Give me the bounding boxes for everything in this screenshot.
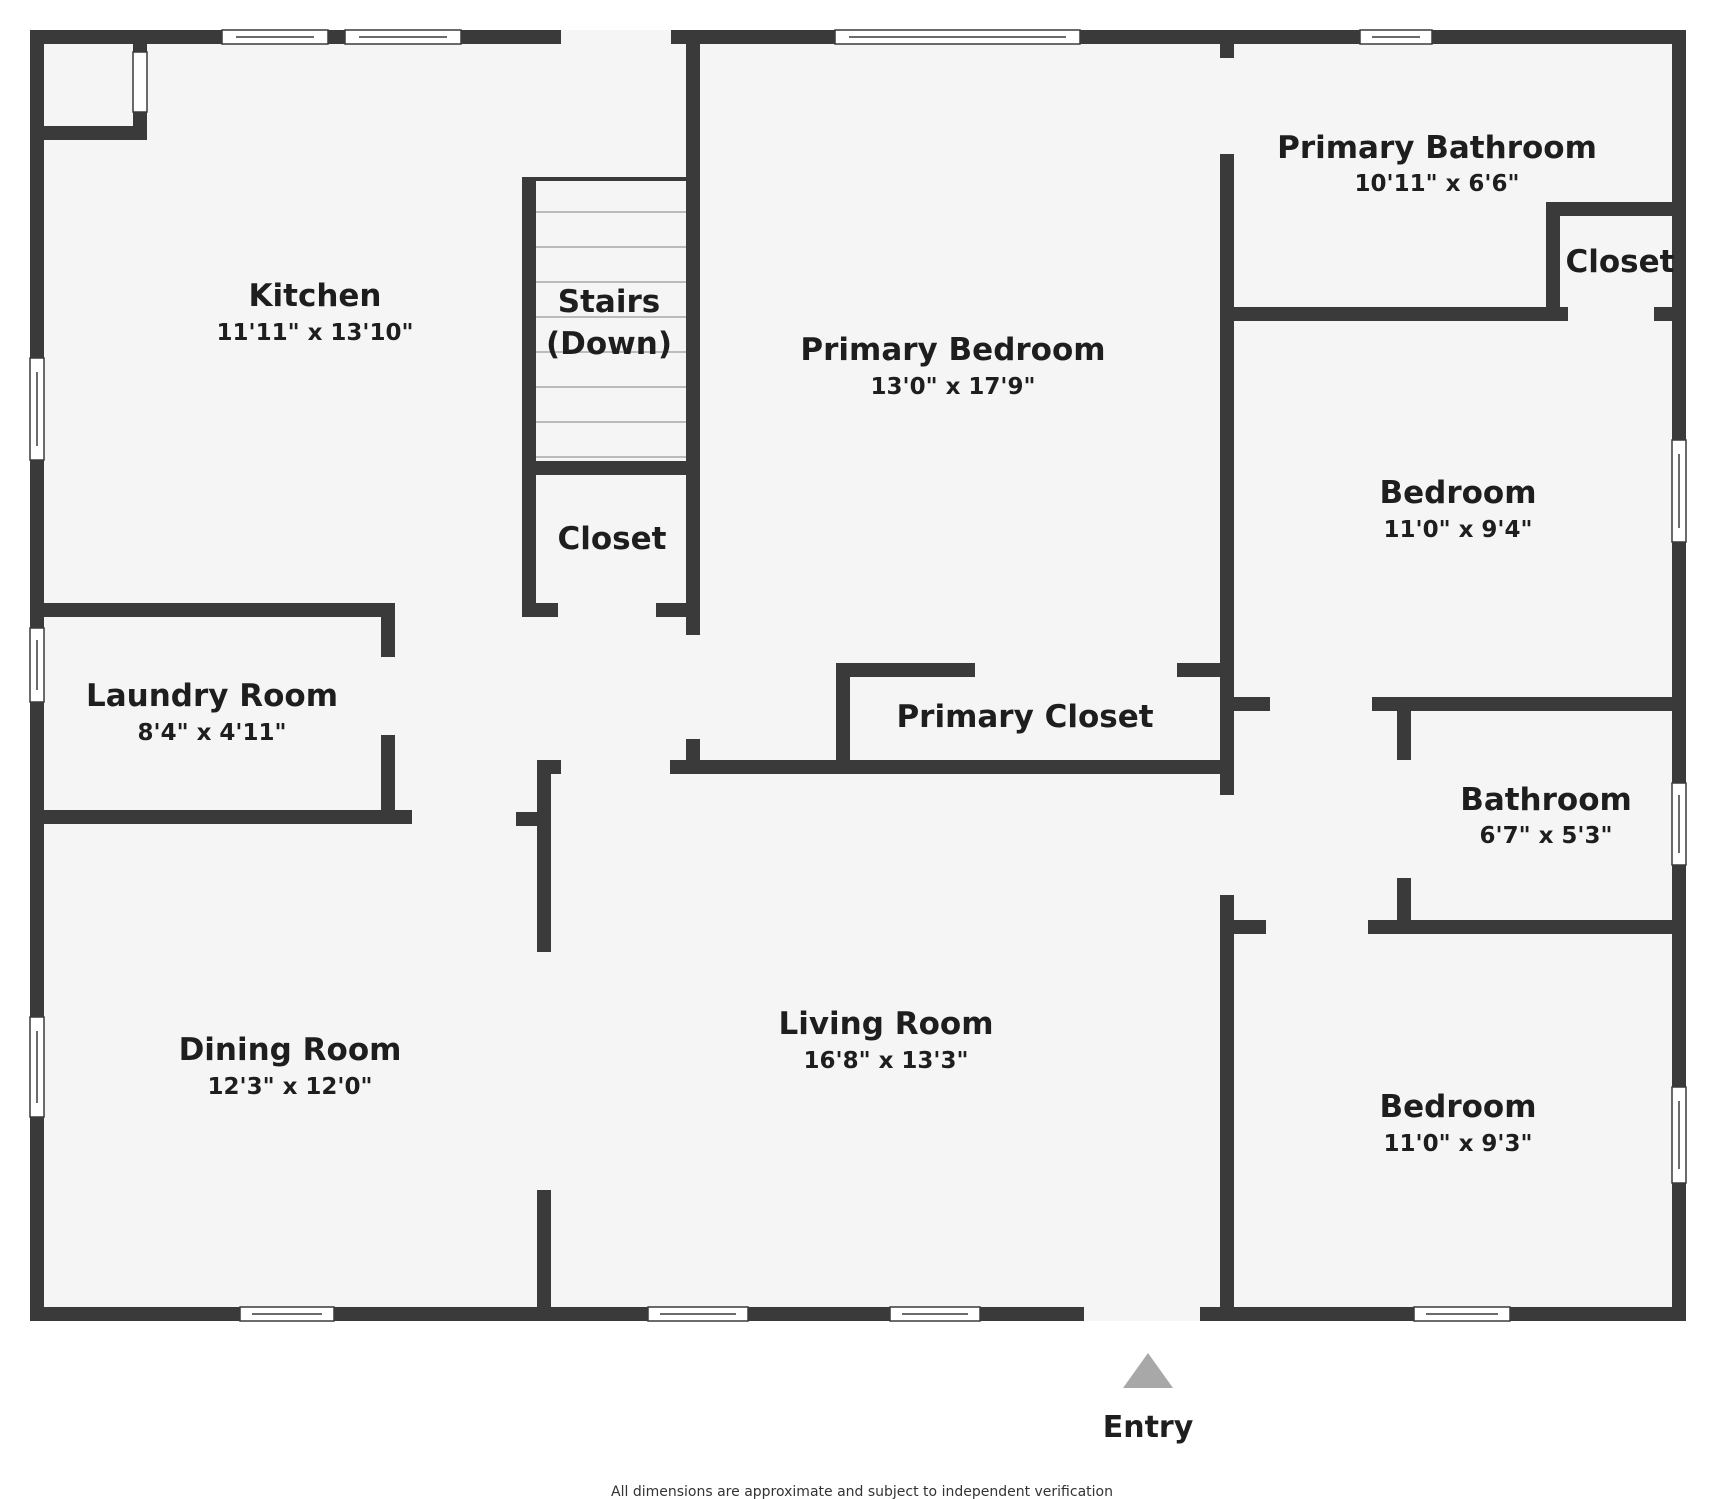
bedroom-upper-dims: 11'0" x 9'4" — [1384, 517, 1533, 543]
primary-bedroom-dims: 13'0" x 17'9" — [871, 374, 1036, 400]
primary-bathroom-label: Primary Bathroom — [1277, 130, 1597, 166]
kitchen-label: Kitchen — [248, 278, 381, 314]
laundry-room-dims: 8'4" x 4'11" — [138, 720, 287, 746]
primary-bedroom-label: Primary Bedroom — [800, 332, 1105, 368]
living-room-label: Living Room — [778, 1006, 993, 1042]
closet-stairs-label: Closet — [558, 521, 667, 557]
bedroom-lower-dims: 11'0" x 9'3" — [1384, 1131, 1533, 1157]
stairs-direction-label: (Down) — [546, 326, 672, 362]
door-openings — [381, 30, 1654, 1321]
kitchen-dims: 11'11" x 13'10" — [217, 320, 414, 346]
bedroom-lower-label: Bedroom — [1379, 1089, 1536, 1125]
disclaimer-text: All dimensions are approximate and subje… — [611, 1484, 1113, 1499]
primary-bathroom-dims: 10'11" x 6'6" — [1355, 171, 1520, 197]
bathroom-label: Bathroom — [1460, 782, 1632, 818]
triangle-up-icon — [1123, 1353, 1173, 1388]
laundry-room-label: Laundry Room — [86, 678, 338, 714]
closet-bath-label: Closet — [1566, 244, 1675, 280]
entry-label: Entry — [1103, 1410, 1194, 1445]
primary-closet-label: Primary Closet — [896, 699, 1153, 735]
bathroom-dims: 6'7" x 5'3" — [1480, 823, 1613, 849]
stairs-label: Stairs — [558, 284, 660, 320]
dining-room-label: Dining Room — [179, 1032, 402, 1068]
living-room-dims: 16'8" x 13'3" — [804, 1048, 969, 1074]
dining-room-dims: 12'3" x 12'0" — [208, 1074, 373, 1100]
interior-walls — [37, 40, 1679, 1315]
windows — [29, 29, 1687, 1322]
stair-treads — [536, 211, 686, 458]
bedroom-upper-label: Bedroom — [1379, 475, 1536, 511]
